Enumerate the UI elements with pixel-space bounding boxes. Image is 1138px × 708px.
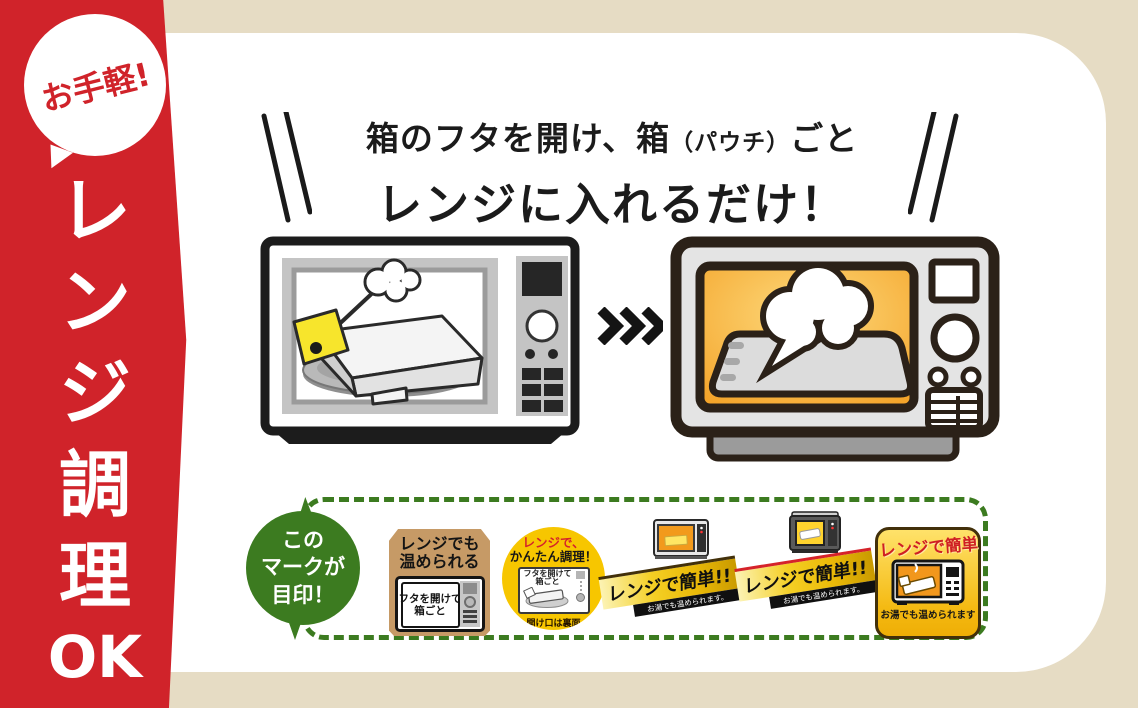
speech-bubble: お手軽! xyxy=(24,14,166,156)
heading: 箱のフタを開け、箱（パウチ）ごと レンジに入れるだけ！ xyxy=(312,112,912,233)
emphasis-slashes-right-icon xyxy=(908,112,959,223)
small-microwave-icon xyxy=(789,511,841,553)
badge-simple: レンジで簡単 お湯でも温められます xyxy=(875,527,981,639)
vertical-title-char: ン xyxy=(58,260,131,345)
microwave-before-icon xyxy=(260,236,580,444)
box-on-turntable xyxy=(292,258,484,406)
mini-microwave-icon: フタを開けて 箱ごと xyxy=(517,566,590,614)
box-on-plate-icon xyxy=(522,587,568,609)
mini-microwave-door: フタを開けて 箱ごと xyxy=(522,568,574,610)
panel-display xyxy=(576,570,585,579)
banner-rotated-wrapper: レンジで簡単!! お湯でも温められます。 xyxy=(598,555,742,621)
door-text1: フタを開けて xyxy=(398,592,462,605)
small-microwave-icon xyxy=(891,559,965,605)
banner-rotated-wrapper: レンジで簡単!! お湯でも温められます。 xyxy=(734,547,878,613)
heading-line1-paren: （パウチ） xyxy=(670,130,791,156)
heading-line1-prefix: 箱のフタを開け、箱 xyxy=(365,119,671,158)
panel-dot xyxy=(579,580,582,583)
vertical-title: レ ン ジ 調 理 OK xyxy=(0,169,186,691)
badge-simple-title: レンジで簡単 xyxy=(878,534,979,561)
badge-heatable-title1: レンジでも xyxy=(399,534,480,553)
panel-display xyxy=(462,582,477,594)
badge-easy-cook-title2: かんたん調理！ xyxy=(509,548,598,564)
vertical-title-char: 理 xyxy=(58,533,131,618)
panel-dial xyxy=(576,592,585,602)
vertical-title-char: レ xyxy=(58,169,131,253)
triple-chevron-icon xyxy=(597,307,663,345)
steam-cloud xyxy=(756,262,874,384)
badge-simple-note: お湯でも温められます xyxy=(880,610,976,621)
badge-easy-cook-title1: レンジで、 xyxy=(522,535,585,550)
microwave-after-icon xyxy=(670,236,1000,462)
marker-line: この xyxy=(282,528,324,553)
marker-bubble: この マークが 目印！ xyxy=(246,511,360,625)
heading-line1-suffix: ごと xyxy=(790,119,859,158)
vertical-title-char: ジ xyxy=(58,351,131,436)
panel-dot xyxy=(579,584,582,587)
badge-easy-cook-note: 開け口は裏面 xyxy=(526,618,581,629)
mini-microwave-panel xyxy=(575,570,587,610)
panel-dial xyxy=(463,595,476,608)
heading-line1: 箱のフタを開け、箱（パウチ）ごと xyxy=(312,112,912,160)
badge-banner-a: レンジで簡単!! お湯でも温められます。 xyxy=(598,519,742,631)
door-text2: 箱ごと xyxy=(414,604,446,617)
vertical-title-char: 調 xyxy=(58,442,131,527)
heading-line2: レンジに入れるだけ！ xyxy=(376,178,847,231)
mini-microwave-door: フタを開けて 箱ごと xyxy=(398,581,462,628)
door-text1: フタを開けて xyxy=(523,568,572,578)
small-microwave-icon xyxy=(653,519,709,559)
badge-heatable: レンジでも 温められる フタを開けて 箱ごと xyxy=(389,529,490,636)
badge-heatable-title2: 温められる xyxy=(399,552,480,572)
panel-buttons xyxy=(462,609,477,623)
emphasis-slashes-left-icon xyxy=(261,112,312,223)
marker-line: 目印！ xyxy=(271,582,335,607)
bubble-label: お手軽! xyxy=(37,55,154,119)
mini-microwave-panel xyxy=(459,580,480,627)
badge-easy-cook: レンジで、 かんたん調理！ フタを開けて 箱ごと xyxy=(502,527,605,630)
badge-banner-b: レンジで簡単!! お湯でも温められます。 xyxy=(734,511,878,623)
vertical-title-ok: OK xyxy=(47,622,143,691)
mini-microwave-icon: フタを開けて 箱ごと xyxy=(394,575,485,632)
door-text2: 箱ごと xyxy=(535,577,560,587)
marker-line: マークが xyxy=(261,555,345,580)
sidebar: お手軽! レ ン ジ 調 理 OK xyxy=(0,0,187,708)
panel-dot xyxy=(579,588,582,591)
